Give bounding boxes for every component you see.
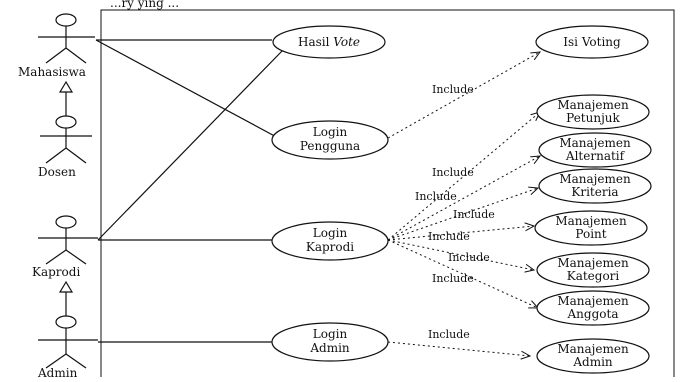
svg-text:Alternatif: Alternatif <box>565 149 626 163</box>
svg-text:Admin: Admin <box>309 341 350 355</box>
svg-text:Manajemen: Manajemen <box>557 342 629 356</box>
include-label: Include <box>428 230 470 243</box>
usecase-manajemen-kategori: Manajemen Kategori <box>536 252 650 288</box>
svg-text:Login: Login <box>313 327 348 341</box>
svg-text:Kategori: Kategori <box>567 269 620 283</box>
actor-label-dosen: Dosen <box>38 165 76 179</box>
include-label: Include <box>428 328 470 341</box>
svg-text:Admin: Admin <box>572 355 613 369</box>
svg-text:Manajemen: Manajemen <box>557 256 629 270</box>
svg-text:Manajemen: Manajemen <box>557 98 629 112</box>
usecase-login-admin: Login Admin <box>271 322 389 362</box>
assoc-mahasiswa-login-pengguna <box>95 39 283 141</box>
actor-label-kaprodi: Kaprodi <box>32 265 80 279</box>
actor-label-mahasiswa: Mahasiswa <box>18 65 86 79</box>
svg-text:Manajemen: Manajemen <box>555 214 627 228</box>
usecase-manajemen-anggota: Manajemen Anggota <box>536 290 650 326</box>
usecase-manajemen-point: Manajemen Point <box>534 210 648 246</box>
include-label: Include <box>432 272 474 285</box>
include-kaprodi-kriteria <box>387 188 538 241</box>
usecase-login-kaprodi: Login Kaprodi <box>271 221 389 261</box>
actor-admin <box>38 315 98 369</box>
svg-text:Kriteria: Kriteria <box>571 185 618 199</box>
actor-label-admin: Admin <box>37 366 78 377</box>
svg-text:Anggota: Anggota <box>567 307 619 321</box>
actor-kaprodi <box>38 215 98 265</box>
assoc-kaprodi-hasil-vote <box>97 49 284 241</box>
usecase-manajemen-alternatif: Manajemen Alternatif <box>538 132 652 168</box>
svg-text:Petunjuk: Petunjuk <box>566 111 620 125</box>
svg-text:Login: Login <box>313 226 348 240</box>
svg-text:Hasil Vote: Hasil Vote <box>298 35 360 49</box>
clipped-top-text: ...ry ying ... <box>110 0 179 10</box>
include-label: Include <box>432 166 474 179</box>
usecase-isi-voting: Isi Voting <box>535 25 649 59</box>
include-admin-manajemen-admin <box>387 341 530 356</box>
svg-text:Login: Login <box>313 125 348 139</box>
include-label: Include <box>432 83 474 96</box>
svg-text:Point: Point <box>575 227 606 241</box>
include-kaprodi-alternatif <box>387 156 540 241</box>
include-pengguna-isi-voting <box>387 52 540 139</box>
usecase-login-pengguna: Login Pengguna <box>271 120 389 160</box>
svg-text:Kaprodi: Kaprodi <box>306 240 354 254</box>
usecase-hasil-vote: Hasil Vote <box>272 25 386 59</box>
usecase-manajemen-petunjuk: Manajemen Petunjuk <box>536 94 650 130</box>
actor-dosen <box>40 115 92 164</box>
usecase-manajemen-kriteria: Manajemen Kriteria <box>538 168 652 204</box>
actor-mahasiswa <box>38 13 95 64</box>
svg-text:Manajemen: Manajemen <box>559 136 631 150</box>
svg-text:Manajemen: Manajemen <box>559 172 631 186</box>
generalization-admin-kaprodi <box>58 280 74 316</box>
include-kaprodi-petunjuk <box>387 112 540 241</box>
svg-text:Manajemen: Manajemen <box>557 294 629 308</box>
include-label: Include <box>453 208 495 221</box>
svg-text:Pengguna: Pengguna <box>300 139 360 153</box>
generalization-dosen-mahasiswa <box>58 80 74 116</box>
include-label: Include <box>448 251 490 264</box>
svg-text:Isi Voting: Isi Voting <box>563 35 621 49</box>
include-label: Include <box>415 190 457 203</box>
usecase-manajemen-admin: Manajemen Admin <box>536 338 650 374</box>
